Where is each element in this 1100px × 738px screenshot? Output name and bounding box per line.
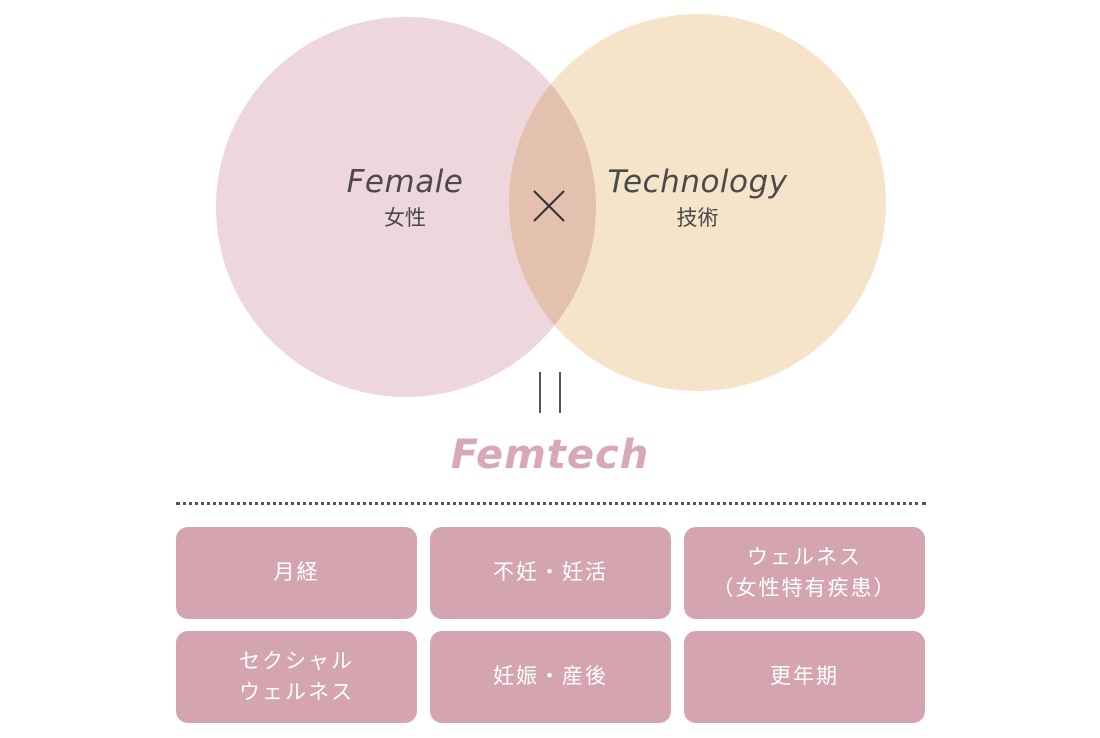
category-box: ウェルネス （女性特有疾患） <box>684 527 925 619</box>
category-box: 妊娠・産後 <box>430 631 671 723</box>
equals-icon <box>539 372 561 413</box>
times-icon <box>533 190 565 222</box>
female-jp: 女性 <box>384 206 426 230</box>
technology-circle <box>509 14 886 391</box>
female-label: Female 女性 <box>320 164 490 232</box>
technology-label: Technology 技術 <box>585 164 810 232</box>
category-box: 月経 <box>176 527 417 619</box>
technology-en: Technology <box>607 164 788 200</box>
category-box: 更年期 <box>684 631 925 723</box>
female-en: Female <box>346 164 464 200</box>
femtech-title: Femtech <box>450 432 650 478</box>
technology-jp: 技術 <box>676 206 719 230</box>
dotted-divider <box>176 502 926 505</box>
category-box: セクシャル ウェルネス <box>176 631 417 723</box>
category-box: 不妊・妊活 <box>430 527 671 619</box>
